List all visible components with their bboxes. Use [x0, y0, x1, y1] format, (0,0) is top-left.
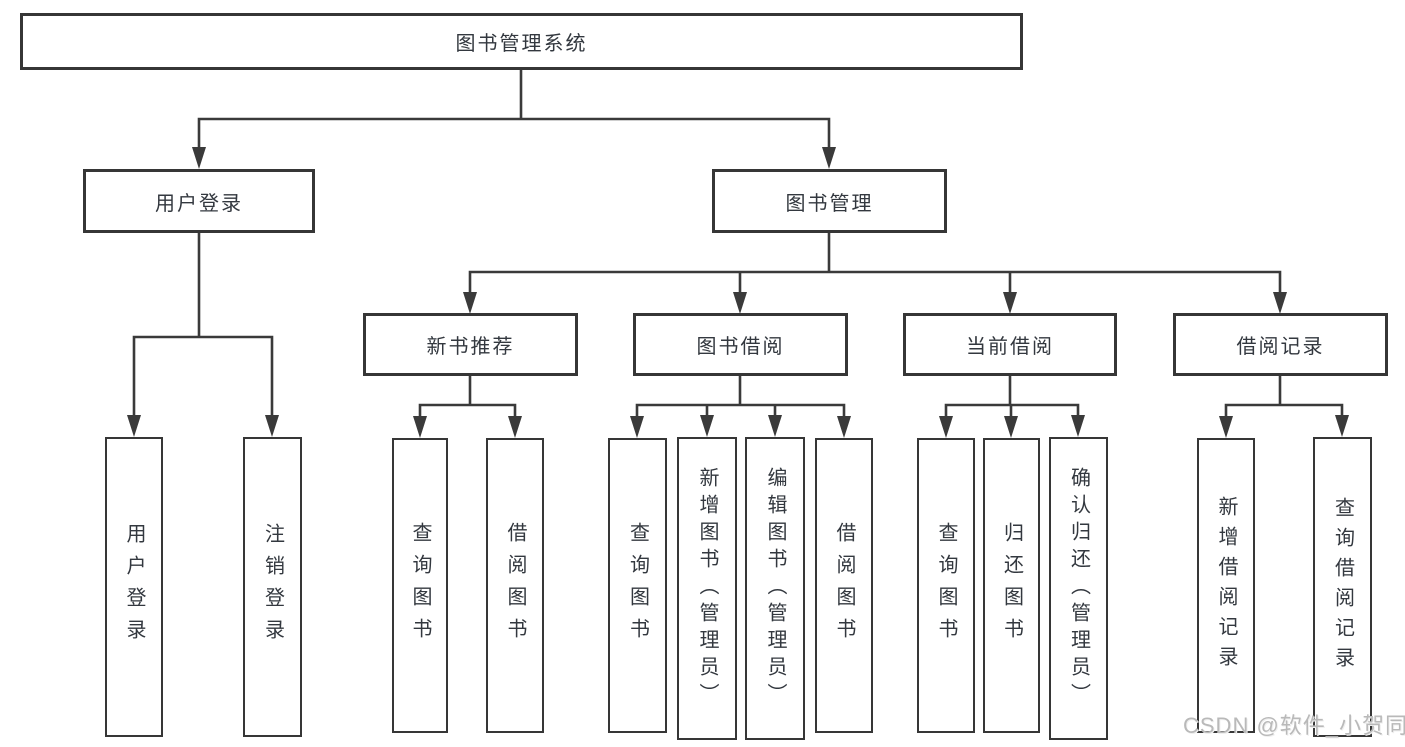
leaf-logout: 注销登录: [243, 437, 302, 737]
leaf-confirm-return-admin: 确认归还（管理员）: [1049, 437, 1108, 740]
node-book-management-label: 图书管理: [785, 192, 874, 215]
csdn-watermark: CSDN @软件_小贺同学: [1183, 713, 1405, 738]
leaf-query-books-1-label: 查询图书: [409, 521, 431, 650]
node-book-management: 图书管理: [712, 169, 947, 233]
node-new-book-recommend: 新书推荐: [363, 313, 578, 376]
leaf-query-books-3-label: 查询图书: [935, 521, 957, 650]
node-root-label: 图书管理系统: [455, 33, 588, 55]
leaf-add-borrow-record-label: 新增借阅记录: [1215, 495, 1237, 676]
leaf-borrow-books-2-label: 借阅图书: [833, 521, 855, 650]
leaf-query-books-2-label: 查询图书: [626, 521, 649, 650]
leaf-confirm-return-admin-label: 确认归还（管理员）: [1067, 467, 1090, 710]
node-current-borrowing-label: 当前借阅: [966, 336, 1054, 358]
node-user-login: 用户登录: [83, 169, 315, 233]
leaf-add-borrow-record: 新增借阅记录: [1197, 438, 1255, 733]
leaf-logout-label: 注销登录: [261, 523, 284, 651]
node-book-borrowing: 图书借阅: [633, 313, 848, 376]
leaf-query-books-3: 查询图书: [917, 438, 975, 733]
leaf-edit-books-admin-label: 编辑图书（管理员）: [764, 467, 786, 710]
leaf-borrow-books-1-label: 借阅图书: [504, 521, 526, 650]
node-new-book-recommend-label: 新书推荐: [426, 336, 515, 358]
leaf-add-books-admin-label: 新增图书（管理员）: [696, 467, 718, 710]
leaf-edit-books-admin: 编辑图书（管理员）: [745, 437, 805, 740]
leaf-return-books-label: 归还图书: [1000, 521, 1023, 650]
leaf-add-books-admin: 新增图书（管理员）: [677, 437, 737, 740]
node-current-borrowing: 当前借阅: [903, 313, 1117, 376]
leaf-user-login: 用户登录: [105, 437, 163, 737]
node-root: 图书管理系统: [20, 13, 1023, 70]
leaf-query-borrow-record: 查询借阅记录: [1313, 437, 1372, 737]
node-borrowing-records: 借阅记录: [1173, 313, 1388, 376]
leaf-borrow-books-2: 借阅图书: [815, 438, 873, 733]
leaf-return-books: 归还图书: [983, 438, 1040, 733]
leaf-query-borrow-record-label: 查询借阅记录: [1331, 497, 1354, 677]
node-user-login-label: 用户登录: [155, 192, 243, 215]
leaf-query-books-1: 查询图书: [392, 438, 448, 733]
node-book-borrowing-label: 图书借阅: [696, 336, 785, 358]
leaf-user-login-label: 用户登录: [123, 523, 145, 651]
node-borrowing-records-label: 借阅记录: [1236, 336, 1325, 358]
leaf-query-books-2: 查询图书: [608, 438, 667, 733]
leaf-borrow-books-1: 借阅图书: [486, 438, 544, 733]
